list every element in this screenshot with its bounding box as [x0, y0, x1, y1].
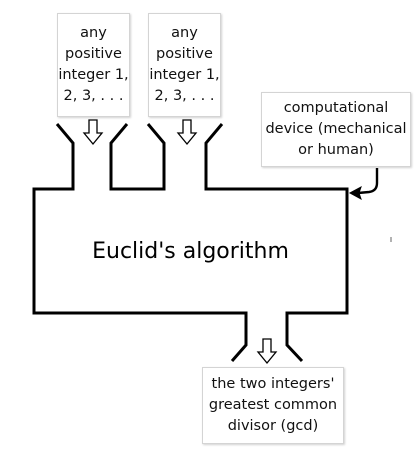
arrow-down-icon-output	[256, 338, 278, 365]
funnel-between-wall	[109, 123, 166, 191]
device-note: computational device (mechanical or huma…	[261, 92, 411, 167]
input-b-note: any positive integer 1, 2, 3, . . .	[148, 13, 221, 117]
device-arrowhead-icon	[348, 185, 362, 201]
arrow-down-icon-a	[82, 119, 104, 146]
device-curved-arrow	[357, 168, 379, 195]
arrow-down-icon-b	[176, 119, 198, 146]
funnel-b-right-wall	[204, 123, 349, 363]
diagram-title: Euclid's algorithm	[92, 239, 289, 264]
funnel-a-left-wall	[32, 123, 248, 362]
output-note: the two integers' greatest common diviso…	[202, 367, 344, 444]
input-a-note: any positive integer 1, 2, 3, . . .	[57, 13, 130, 117]
